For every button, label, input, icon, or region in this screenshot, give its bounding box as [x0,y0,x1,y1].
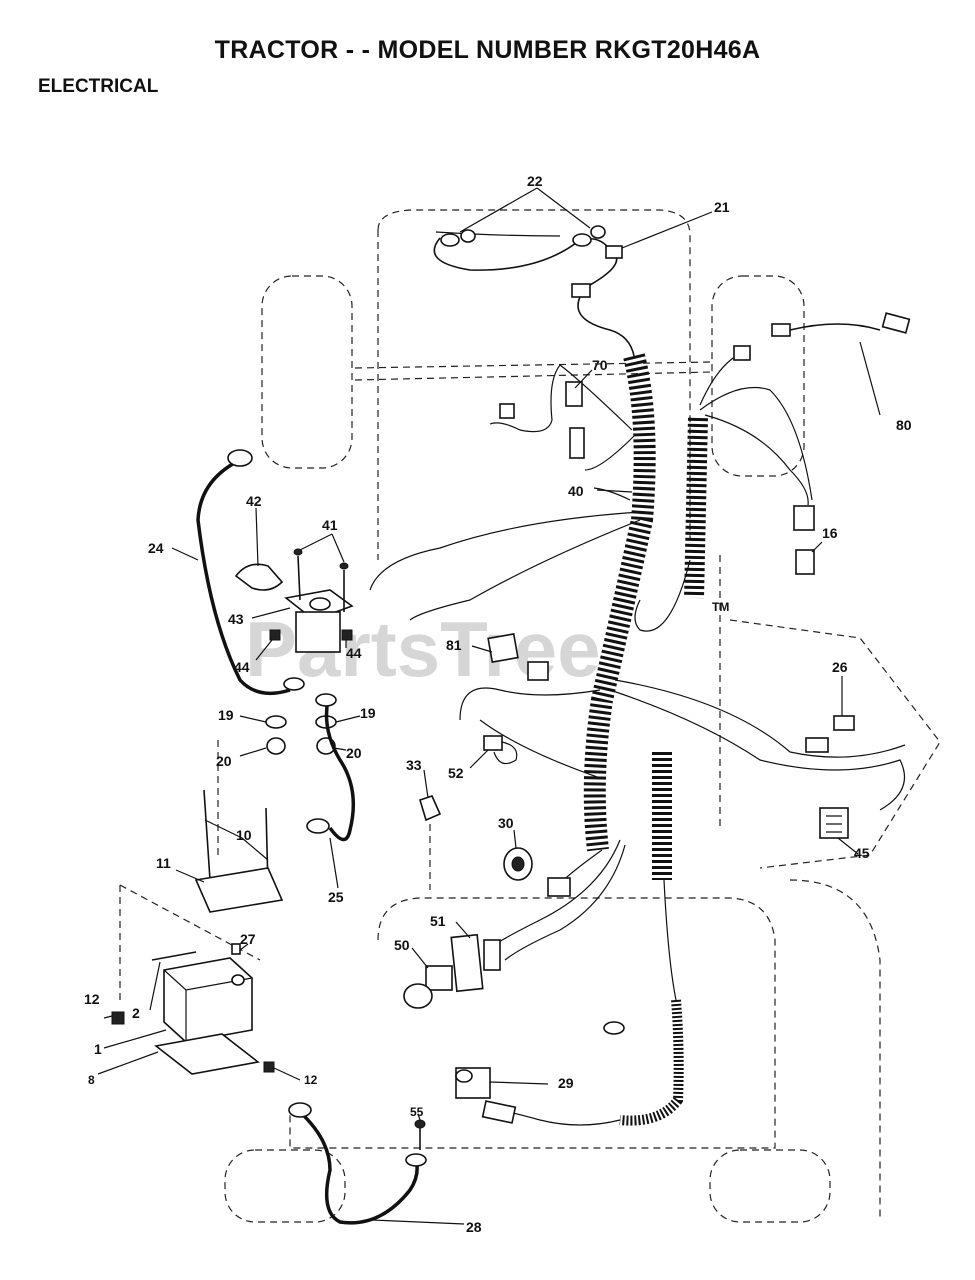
pto-knob [403,983,433,1009]
callout-29: 29 [558,1075,574,1091]
seat-switch-connector [881,312,911,334]
connector-26 [833,715,855,731]
callout-33: 33 [406,757,422,773]
cable-25-terminal-bottom [306,818,330,834]
switch-bracket-51 [450,933,484,993]
headlight-socket-right [590,225,606,239]
ignition-connector [547,877,571,897]
callout-45: 45 [854,845,870,861]
callout-28: 28 [466,1219,482,1235]
washer-19-left [265,715,287,729]
nut-44-left [269,629,281,641]
battery-hold-down-11 [194,867,284,913]
callout-80: 80 [896,417,912,433]
headlight-bulb-right [572,233,592,247]
main-harness-conduit [583,353,656,852]
parts [111,312,911,1225]
callout-10: 10 [236,827,252,843]
cable-24-terminal-top [227,449,253,467]
headlight-connector [605,245,623,259]
callout-51: 51 [430,913,446,929]
fuse-block-45 [819,807,849,839]
callout-1: 1 [94,1041,102,1057]
callout-25: 25 [328,889,344,905]
callout-12-left: 12 [84,991,100,1007]
switch-connector-51 [483,939,501,971]
section-heading: ELECTRICAL [38,76,159,97]
nut-12-left [111,1011,125,1025]
solenoid-body [295,611,341,653]
headlight-bulb-left [440,233,460,247]
callout-19-right: 19 [360,705,376,721]
harness-branches [369,351,906,1126]
callout-52: 52 [448,765,464,781]
callout-41: 41 [322,517,338,533]
bolt-41-right [339,562,349,570]
callout-44-left: 44 [234,659,250,675]
callout-21: 21 [714,199,730,215]
nut-27 [231,943,241,955]
headlight-harness [433,225,635,357]
callout-20-left: 20 [216,753,232,769]
battery-1 [163,957,253,1043]
tractor-outline [119,209,941,1223]
connector-70-right [733,345,751,361]
callout-43: 43 [228,611,244,627]
plug-16-bottom [795,549,815,575]
headlight-socket-left [460,229,476,243]
relay-81-socket [527,661,549,681]
ground-ring [603,1021,625,1035]
cable-28-terminal-bottom [405,1153,427,1167]
callout-labels: 22 21 70 80 40 42 41 16 24 43 81 44 44 2… [84,173,912,1235]
callout-22: 22 [527,173,543,189]
nut-12-right [263,1061,275,1073]
terminal-boot-42 [234,563,284,591]
seat-switch-plug [771,323,791,337]
callout-24: 24 [148,540,164,556]
nut-44-right [341,629,353,641]
connector-70 [565,381,583,407]
ignition-plug-52 [483,735,503,751]
harness-plug-top [571,283,591,298]
nut-20-left [266,737,286,755]
battery-tray-8 [154,1033,260,1075]
secondary-harness-conduit [619,417,708,1126]
page-title: TRACTOR - - MODEL NUMBER RKGT20H46A [214,36,761,64]
solenoid-connector [481,1100,517,1124]
watermark-tm: TM [712,600,729,614]
pto-switch-50 [425,965,453,991]
callout-26: 26 [832,659,848,675]
leader-lines [97,187,881,1225]
callout-16: 16 [822,525,838,541]
callout-40: 40 [568,483,584,499]
connector-26-mate [805,737,829,753]
callout-11: 11 [156,855,171,871]
relay-40 [569,427,585,459]
callout-27: 27 [240,931,256,947]
plug-16-top [793,505,815,531]
bolt-55 [414,1119,426,1129]
callout-12-right: 12 [304,1073,318,1087]
cable-28-terminal-top [288,1102,312,1118]
callout-44-right: 44 [346,645,362,661]
callout-50: 50 [394,937,410,953]
bolt-41-left [293,548,303,556]
cable-25-terminal-top [315,693,337,707]
clip-33 [419,795,442,822]
callout-70: 70 [592,357,608,373]
callout-8: 8 [88,1073,95,1087]
callout-55: 55 [410,1105,424,1119]
callout-30: 30 [498,815,514,831]
callout-19-left: 19 [218,707,234,723]
callout-42: 42 [246,493,262,509]
callout-2: 2 [132,1005,140,1021]
callout-20-right: 20 [346,745,362,761]
cable-24-terminal-bottom [283,677,305,691]
callout-81: 81 [446,637,462,653]
connector-left-plug [499,403,515,419]
relay-81 [487,632,519,664]
